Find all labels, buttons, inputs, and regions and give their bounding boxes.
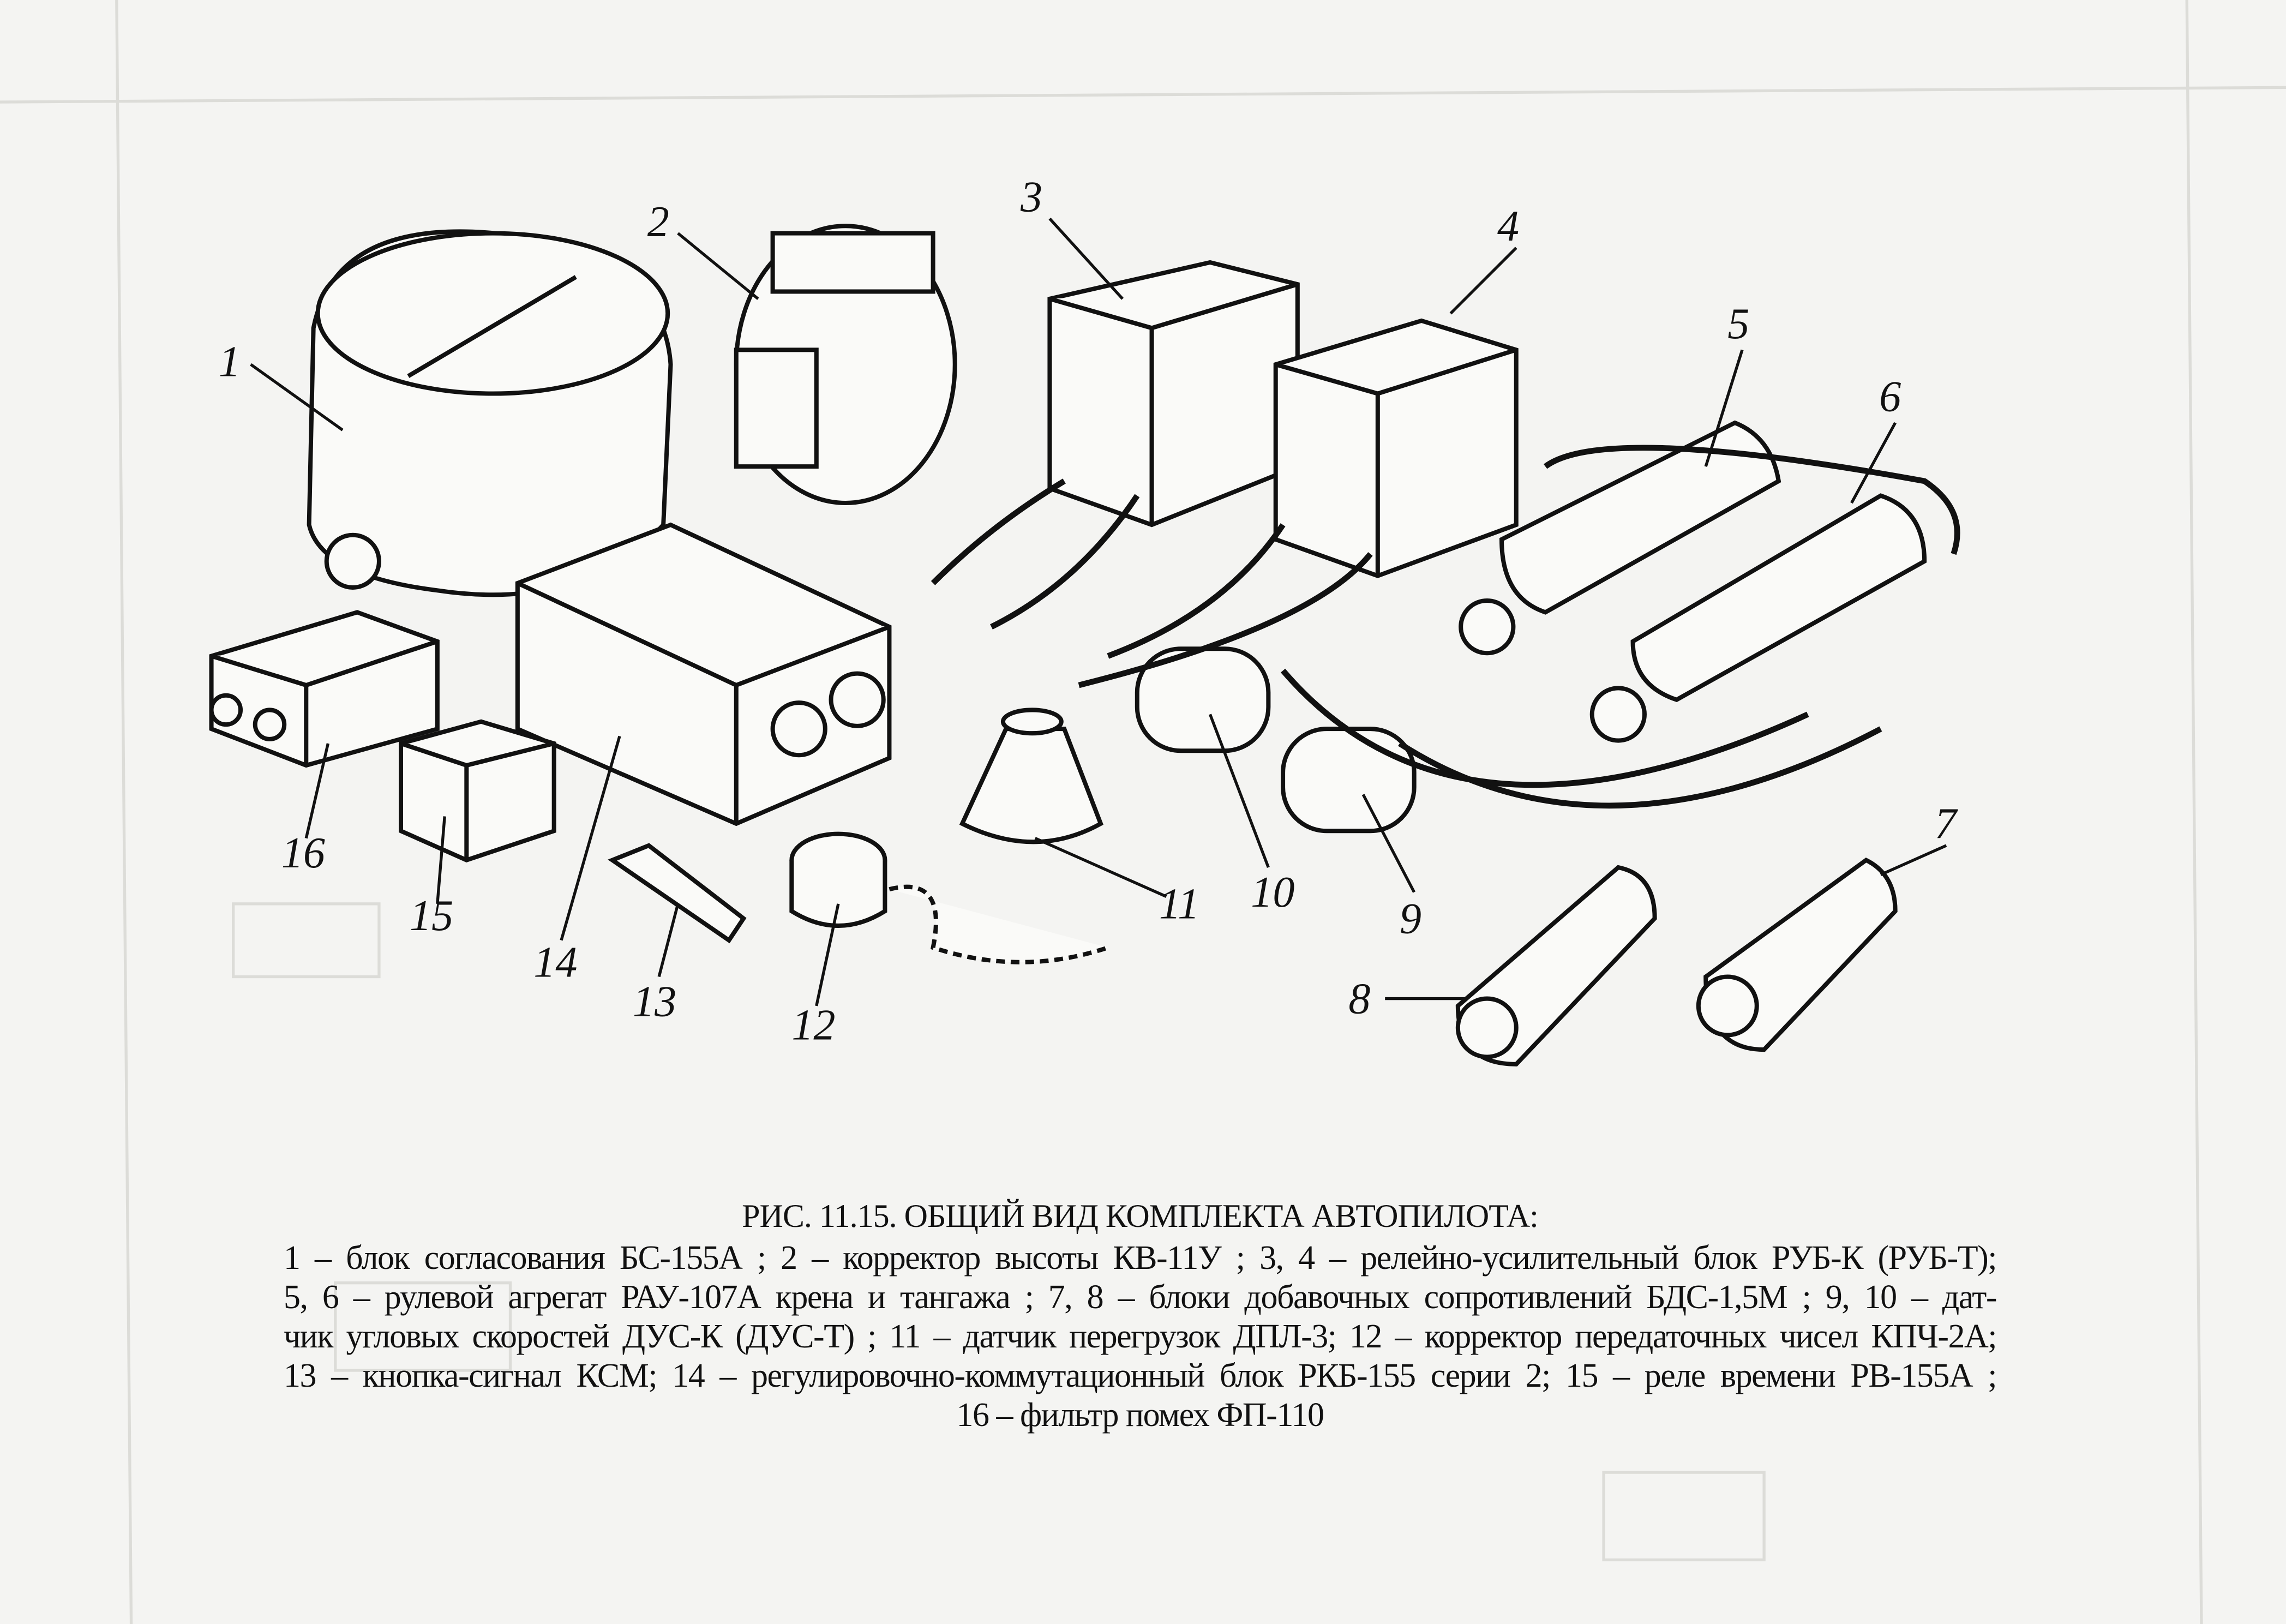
part-1-coordination-unit <box>307 229 673 597</box>
part-12-gear-ratio-corrector <box>789 831 1109 964</box>
leader-lines <box>250 218 1947 1006</box>
part-6-servo-actuator <box>1589 493 1927 743</box>
label-4: 4 <box>1497 202 1519 250</box>
figure-caption: РИС. 11.15. ОБЩИЙ ВИД КОМПЛЕКТА АВТОПИЛО… <box>284 1197 1997 1435</box>
connecting-cables <box>931 445 1960 809</box>
part-16-noise-filter <box>209 610 440 768</box>
caption-line-2: 5, 6 – рулевой агрегат РАУ-107А крена и … <box>284 1279 1997 1316</box>
label-7: 7 <box>1935 800 1958 848</box>
label-8: 8 <box>1348 975 1370 1023</box>
label-3: 3 <box>1020 173 1042 221</box>
caption-title: РИС. 11.15. ОБЩИЙ ВИД КОМПЛЕКТА АВТОПИЛО… <box>742 1198 1539 1234</box>
part-11-g-load-sensor <box>959 708 1103 844</box>
part-7-resistor-block <box>1696 858 1898 1052</box>
part-4-relay-amplifier <box>1273 318 1519 578</box>
part-5-servo-actuator <box>1459 420 1781 656</box>
label-6: 6 <box>1879 373 1901 421</box>
part-13-signal-button <box>608 843 747 944</box>
label-12: 12 <box>791 1001 835 1049</box>
label-2: 2 <box>647 198 669 246</box>
caption-line-1: 1 – блок согласования БС-155А ; 2 – корр… <box>284 1239 1997 1277</box>
part-8-resistor-block <box>1455 865 1657 1066</box>
caption-line-3: чик угловых скоростей ДУС-К (ДУС-Т) ; 11… <box>284 1318 1997 1355</box>
part-number-labels: 1 2 3 4 5 6 7 8 9 10 11 12 13 14 15 16 <box>219 173 1958 1049</box>
label-16: 16 <box>281 829 325 877</box>
part-3-relay-amplifier <box>1047 260 1300 528</box>
part-15-time-relay <box>399 719 556 862</box>
label-5: 5 <box>1727 300 1749 348</box>
label-1: 1 <box>219 338 241 386</box>
label-14: 14 <box>533 938 577 986</box>
part-9-rate-gyro <box>1281 727 1417 834</box>
label-13: 13 <box>633 978 676 1026</box>
part-2-altitude-corrector <box>734 224 957 505</box>
label-15: 15 <box>410 892 453 940</box>
caption-line-4: 13 – кнопка-сигнал КСМ; 14 – регулировоч… <box>284 1357 1997 1394</box>
label-11: 11 <box>1159 880 1199 928</box>
label-9: 9 <box>1400 895 1421 943</box>
label-10: 10 <box>1251 868 1294 916</box>
caption-line-5: 16 – фильтр помех ФП-110 <box>956 1397 1324 1434</box>
part-14-control-switching-unit <box>515 522 892 826</box>
